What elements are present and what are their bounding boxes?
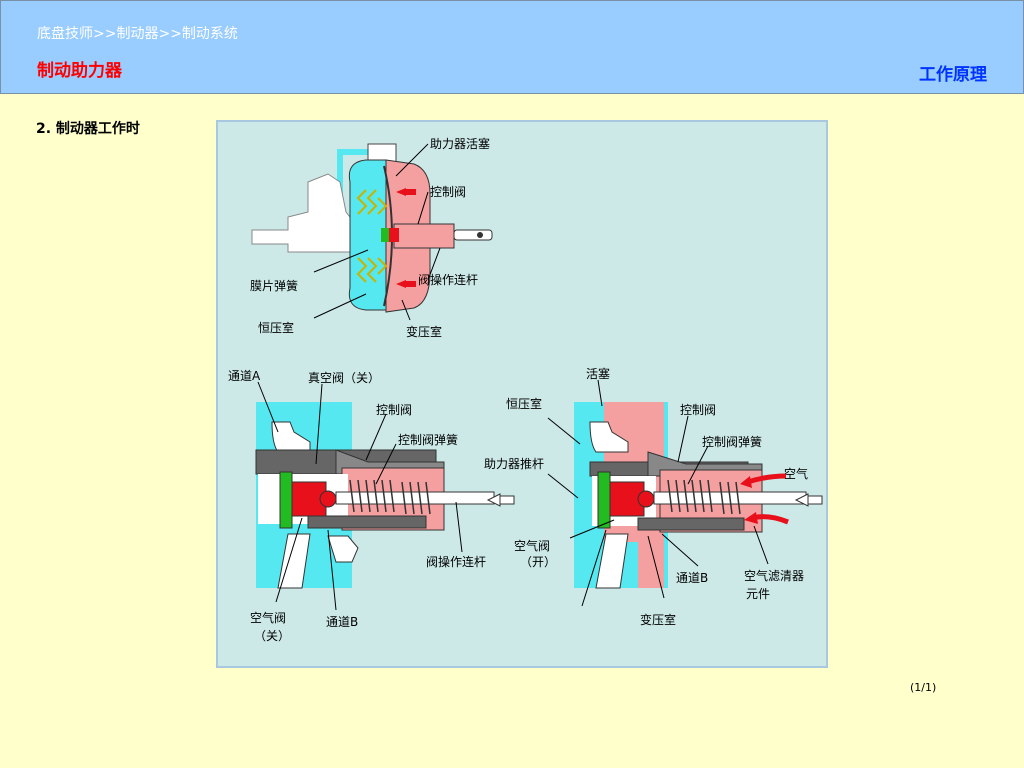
label-booster-piston: 助力器活塞	[430, 136, 490, 151]
label-left-control-valve: 控制阀	[376, 403, 412, 417]
label-air-filter-2: 元件	[746, 587, 770, 601]
label-piston: 活塞	[586, 366, 610, 381]
label-top-constant-chamber: 恒压室	[258, 320, 294, 335]
label-right-control-valve-spring: 控制阀弹簧	[702, 434, 762, 449]
right-detail-drawing	[574, 402, 823, 589]
diagram-svg: 助力器活塞 控制阀 阀操作连杆 膜片弹簧 恒压室 变压室	[228, 136, 823, 643]
label-top-variable-chamber: 变压室	[406, 324, 442, 339]
content-heading: 2. 制动器工作时	[36, 121, 140, 137]
label-top-operating-rod: 阀操作连杆	[418, 272, 478, 287]
label-air: 空气	[784, 466, 808, 481]
breadcrumb[interactable]: 底盘技师>>制动器>>制动系统	[37, 26, 238, 42]
label-air-filter-1: 空气滤清器	[744, 568, 804, 583]
label-air-valve-open-2: （开）	[520, 555, 556, 569]
label-right-variable-chamber: 变压室	[640, 612, 676, 627]
label-right-constant-chamber: 恒压室	[506, 396, 542, 411]
label-right-passage-b: 通道B	[676, 571, 708, 585]
label-right-control-valve: 控制阀	[680, 403, 716, 417]
label-vacuum-valve-closed: 真空阀（关）	[308, 371, 380, 385]
top-booster-drawing	[251, 143, 493, 313]
label-top-control-valve: 控制阀	[430, 185, 466, 199]
brake-booster-diagram: 助力器活塞 控制阀 阀操作连杆 膜片弹簧 恒压室 变压室	[216, 120, 828, 668]
label-left-passage-b: 通道B	[326, 615, 358, 629]
label-passage-a: 通道A	[228, 369, 261, 383]
page-indicator: (1/1)	[910, 681, 937, 694]
label-air-valve-closed-2: （关）	[254, 629, 290, 643]
label-diaphragm-spring: 膜片弹簧	[250, 278, 298, 293]
page-title: 制动助力器	[37, 61, 122, 81]
label-left-operating-rod: 阀操作连杆	[426, 554, 486, 569]
label-left-control-valve-spring: 控制阀弹簧	[398, 432, 458, 447]
label-air-valve-open-1: 空气阀	[514, 538, 550, 553]
section-title: 工作原理	[919, 65, 987, 85]
label-air-valve-closed-1: 空气阀	[250, 610, 286, 625]
label-booster-pushrod: 助力器推杆	[484, 457, 544, 471]
header-bar: 底盘技师>>制动器>>制动系统 制动助力器 工作原理	[0, 0, 1024, 94]
